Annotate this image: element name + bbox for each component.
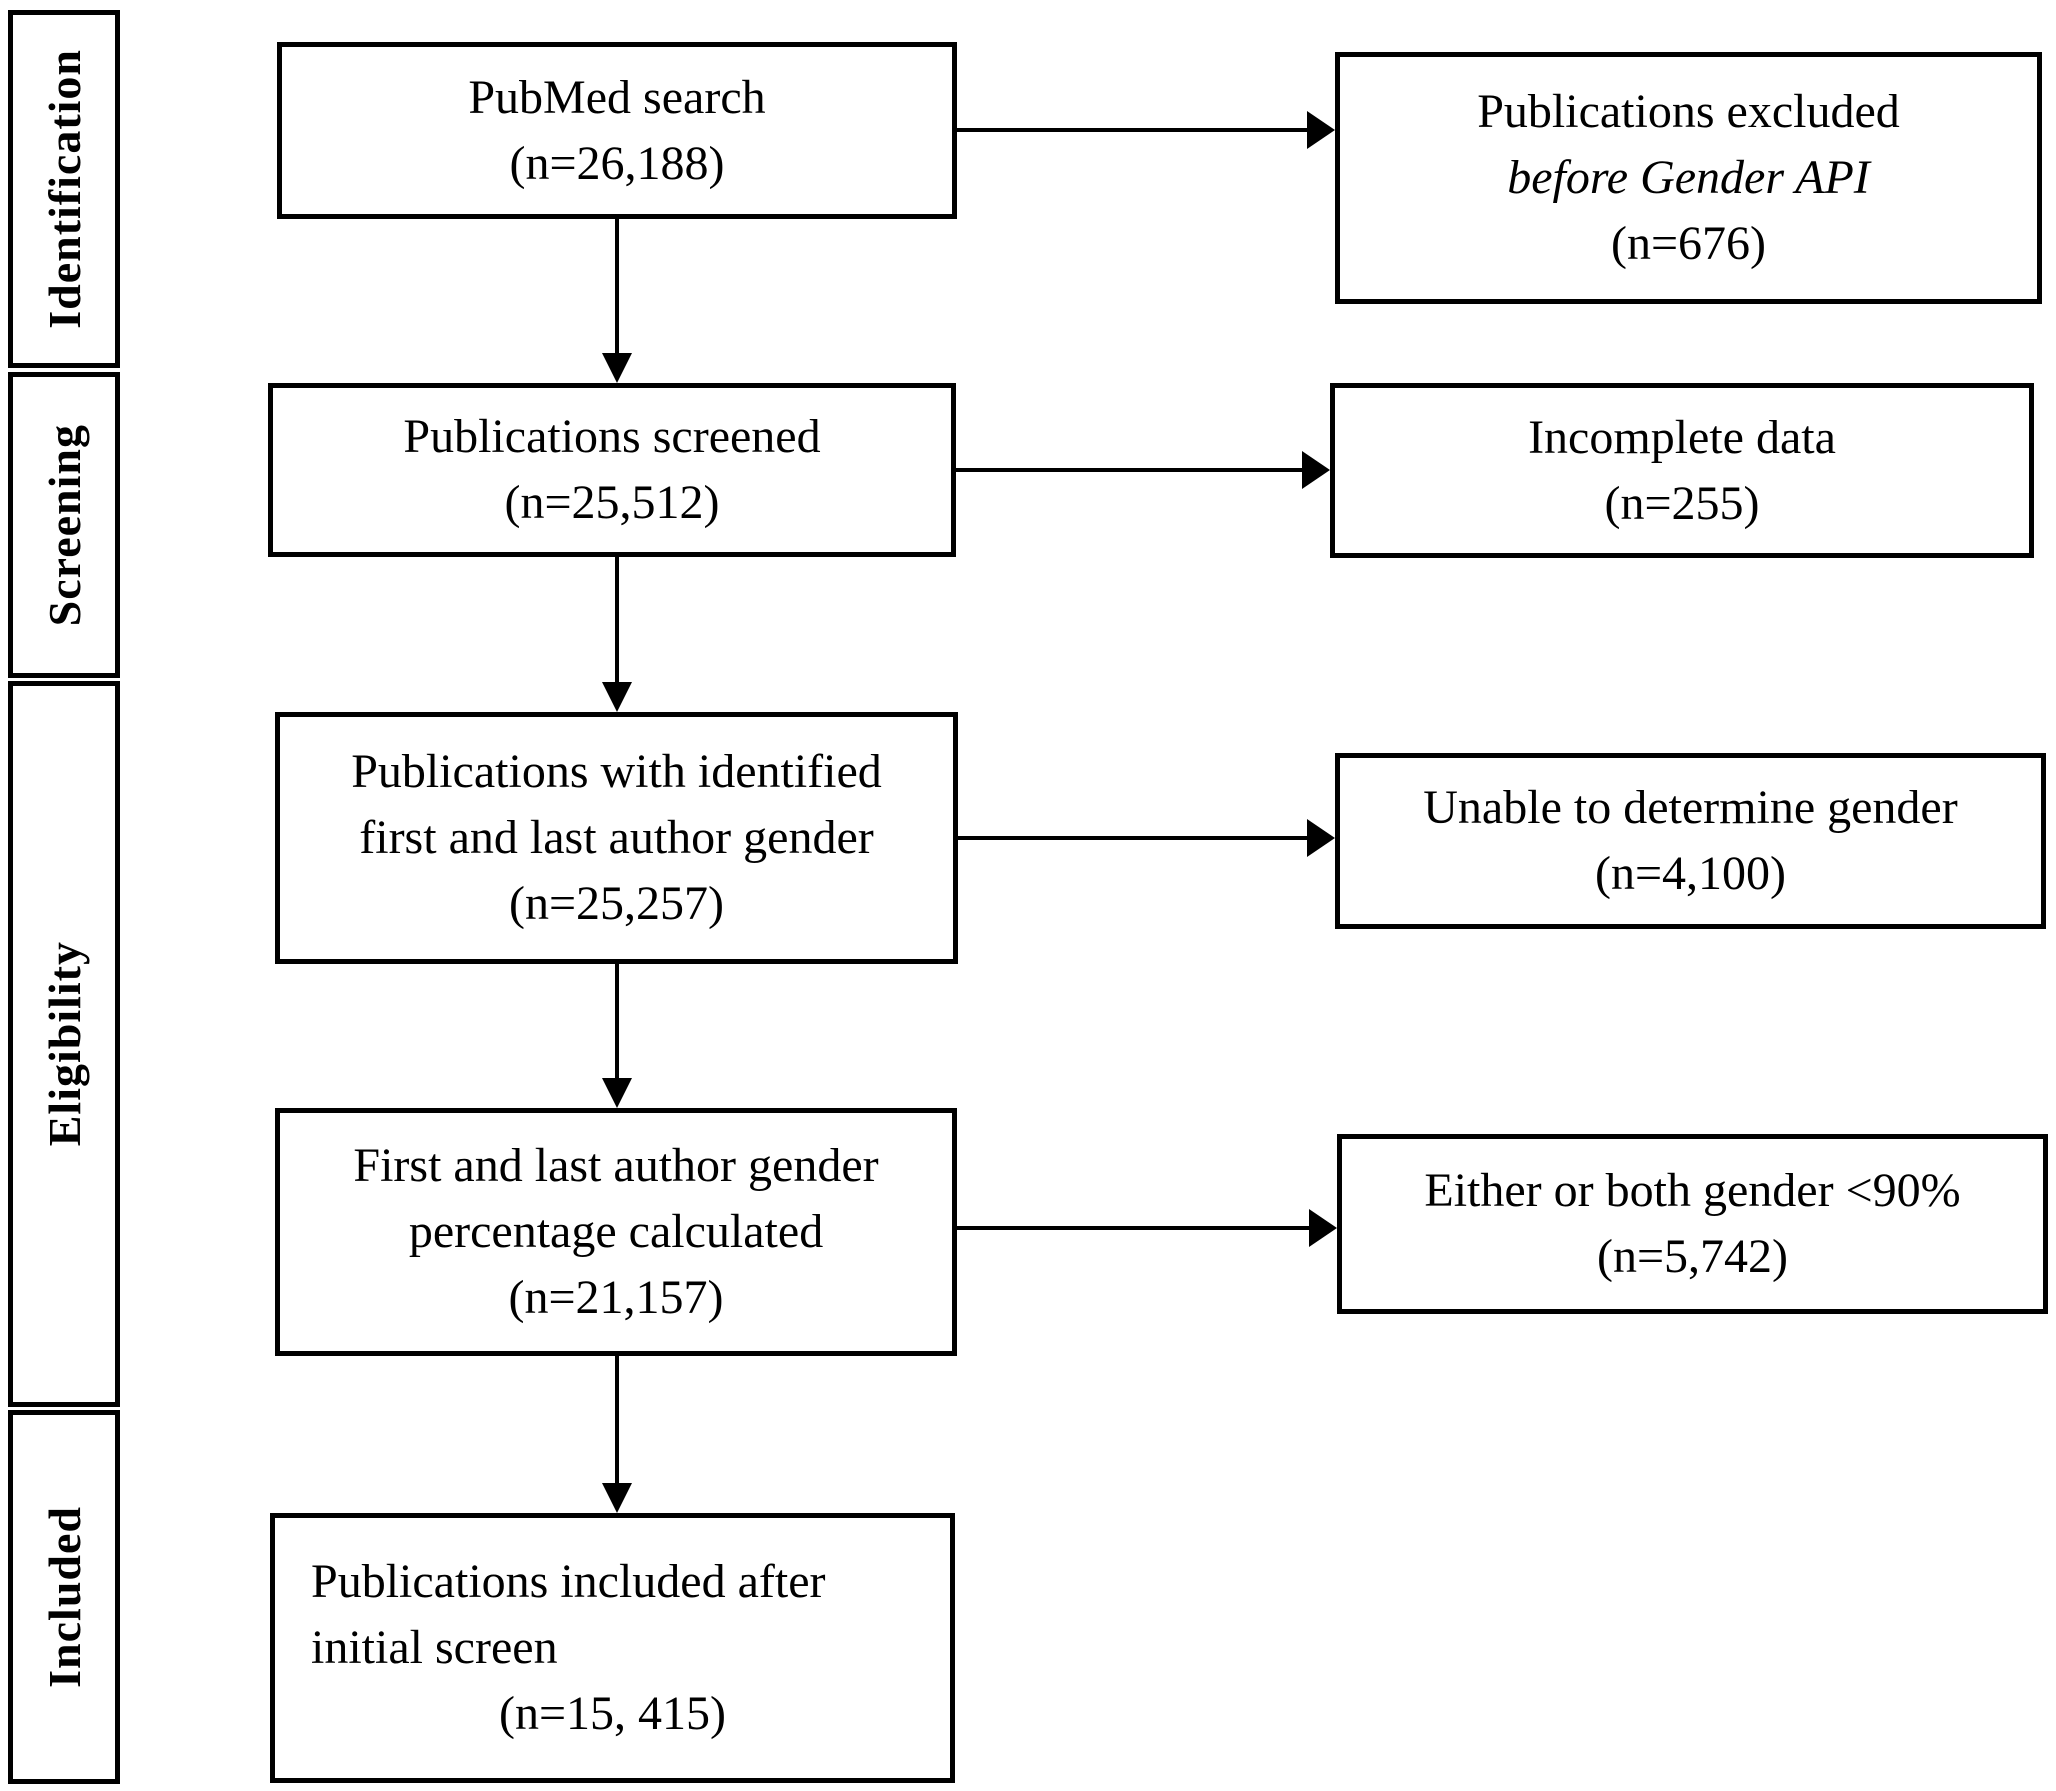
box-text-line: percentage calculated	[408, 1205, 824, 1258]
arrow-right-4-icon	[955, 1209, 1337, 1247]
box-text-line: first and last author gender	[359, 811, 874, 864]
box-count-line: (n=15, 415)	[498, 1687, 727, 1740]
box-text-line: Unable to determine gender	[1423, 781, 1958, 834]
box-text-line-italic: before Gender API	[1507, 151, 1870, 204]
box-text-line: PubMed search	[468, 70, 766, 124]
arrow-down-2-icon	[602, 557, 632, 712]
stage-eligibility-label: Eligibility	[38, 941, 90, 1147]
box-text-line: Incomplete data	[1528, 410, 1836, 464]
arrow-down-1-icon	[602, 219, 632, 383]
box-text-line: Publications with identified	[351, 745, 882, 798]
stage-identification-label: Identification	[38, 49, 90, 329]
flow-box-publications-screened: Publications screened (n=25,512)	[268, 383, 956, 557]
box-count-line: (n=676)	[1610, 217, 1767, 270]
stage-identification: Identification	[8, 10, 120, 368]
arrow-right-3-icon	[956, 819, 1335, 857]
stage-screening: Screening	[8, 372, 120, 678]
box-count-line: (n=4,100)	[1594, 847, 1787, 900]
box-count-line: (n=21,157)	[508, 1271, 724, 1324]
box-count-line: (n=25,257)	[508, 877, 725, 930]
exclusion-box-incomplete-data: Incomplete data (n=255)	[1330, 383, 2034, 558]
box-count-line: (n=25,512)	[504, 476, 720, 529]
exclusion-box-before-gender-api: Publications excluded before Gender API …	[1335, 52, 2042, 304]
box-text-line: First and last author gender	[353, 1139, 879, 1192]
flow-box-publications-included: Publications included after initial scre…	[270, 1513, 955, 1783]
flow-box-identified-author-gender: Publications with identified first and l…	[275, 712, 958, 964]
box-text-line: Publications screened	[403, 410, 821, 463]
stage-included-label: Included	[38, 1506, 90, 1688]
box-count-line: (n=255)	[1604, 476, 1760, 530]
exclusion-box-gender-below-90: Either or both gender <90% (n=5,742)	[1337, 1134, 2048, 1314]
box-text-line: initial screen	[311, 1621, 558, 1674]
stage-included: Included	[8, 1410, 120, 1784]
stage-eligibility: Eligibility	[8, 681, 120, 1407]
arrow-right-1-icon	[955, 111, 1335, 149]
box-text-line: Publications included after	[311, 1555, 826, 1608]
box-count-line: (n=5,742)	[1596, 1230, 1789, 1283]
box-count-line: (n=26,188)	[509, 136, 725, 190]
arrow-right-2-icon	[954, 451, 1330, 489]
box-text-line: Either or both gender <90%	[1424, 1164, 1961, 1217]
box-text-line: Publications excluded	[1477, 85, 1900, 138]
exclusion-box-unable-to-determine-gender: Unable to determine gender (n=4,100)	[1335, 753, 2046, 929]
flow-box-percentage-calculated: First and last author gender percentage …	[275, 1108, 957, 1356]
arrow-down-3-icon	[602, 964, 632, 1108]
stage-screening-label: Screening	[38, 423, 90, 627]
arrow-down-4-icon	[602, 1356, 632, 1513]
flow-box-pubmed-search: PubMed search (n=26,188)	[277, 42, 957, 219]
